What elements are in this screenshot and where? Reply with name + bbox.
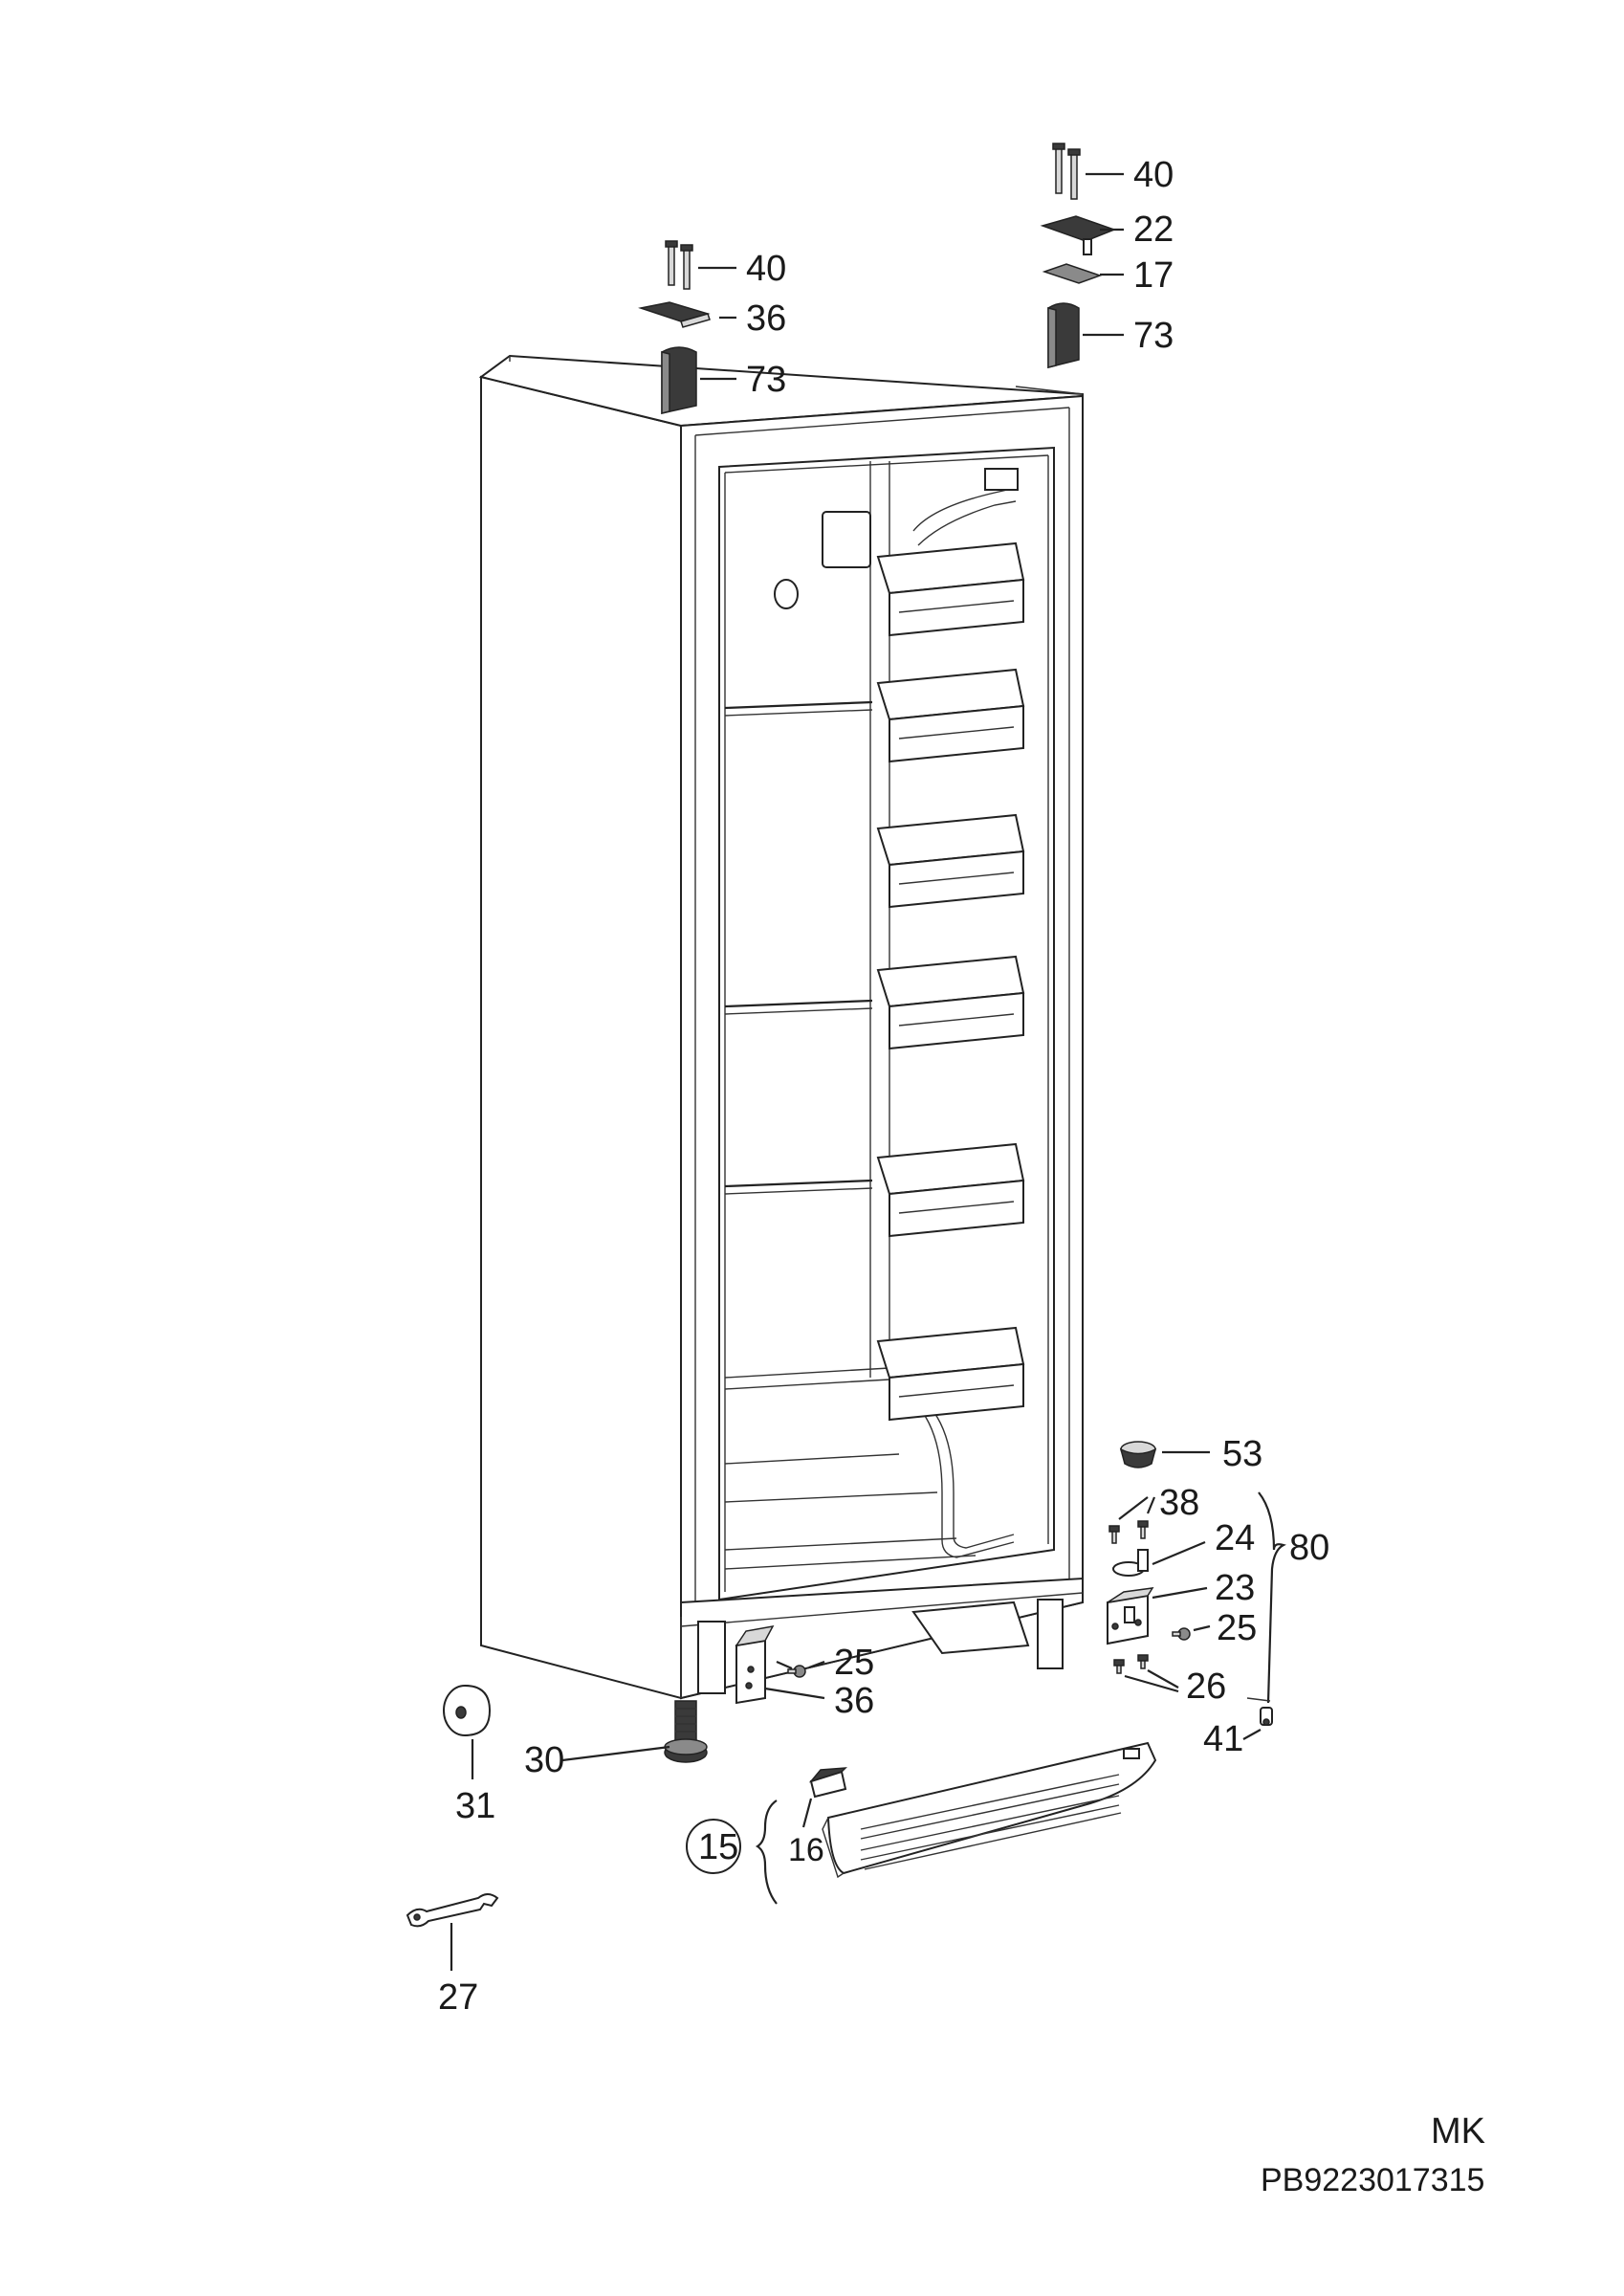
callout-17: 17 (1133, 255, 1174, 296)
bush-53 (1119, 1441, 1157, 1468)
top-left-hinge-parts: 40 36 73 (638, 240, 786, 414)
hinge-pin-24 (1112, 1549, 1149, 1577)
callout-80: 80 (1289, 1528, 1329, 1568)
callout-30: 30 (524, 1740, 564, 1780)
callout-40-top-right: 40 (1133, 155, 1174, 195)
screws-38 (1108, 1520, 1149, 1544)
callout-36-bottom: 36 (834, 1681, 874, 1721)
spacer-31 (443, 1685, 492, 1736)
bracket-15 (755, 1799, 778, 1905)
document-code: PB9223017315 (1261, 2162, 1484, 2198)
variant-code: MK (1431, 2111, 1485, 2152)
callout-15: 15 (698, 1827, 738, 1867)
callout-40-top-left: 40 (746, 249, 786, 289)
clip-16 (808, 1767, 847, 1799)
shim-17 (1042, 263, 1103, 284)
callout-26: 26 (1186, 1667, 1226, 1707)
screw-25-left (787, 1665, 806, 1678)
clip-41 (1260, 1707, 1273, 1726)
door-shelf-rails (876, 541, 1025, 1422)
callout-25-left: 25 (834, 1643, 874, 1683)
bottom-left-hinge-parts: 25 36 (735, 1624, 874, 1721)
callout-22: 22 (1133, 210, 1174, 250)
top-hinge-22 (1040, 215, 1117, 255)
screw-25-right (1172, 1627, 1191, 1641)
screw-pair-40-right (1052, 143, 1081, 200)
hinge-cover-73-right (1047, 302, 1080, 368)
callout-73-top-right: 73 (1133, 316, 1174, 356)
lower-hinge-kit: 53 38 24 23 (1107, 1434, 1329, 1759)
callout-16: 16 (788, 1832, 824, 1868)
wrench-27 (406, 1893, 499, 1928)
callout-38: 38 (1159, 1483, 1199, 1523)
cabinet-body (478, 354, 1084, 1700)
top-hinge-36 (638, 301, 711, 328)
top-right-hinge-parts: 40 22 17 73 (1040, 143, 1174, 368)
bracket-80 (1258, 1491, 1286, 1704)
callout-23: 23 (1215, 1568, 1255, 1608)
callout-36-top: 36 (746, 298, 786, 339)
callout-53: 53 (1222, 1434, 1262, 1474)
screws-26 (1113, 1654, 1149, 1674)
callout-73-top-left: 73 (746, 360, 786, 400)
callout-25-right: 25 (1217, 1608, 1257, 1648)
callout-31: 31 (455, 1786, 495, 1826)
callout-41: 41 (1203, 1719, 1243, 1759)
hinge-cover-73-left (661, 346, 697, 414)
callout-15-circle (686, 1819, 741, 1874)
bottom-hinge-36 (735, 1624, 775, 1705)
hinge-bracket-23 (1107, 1587, 1154, 1645)
callout-27: 27 (438, 1977, 478, 2018)
screw-pair-40-left (665, 240, 693, 290)
callout-24: 24 (1215, 1518, 1255, 1558)
adjustable-foot-30 (664, 1700, 708, 1763)
kick-plate-grille (822, 1741, 1157, 1879)
